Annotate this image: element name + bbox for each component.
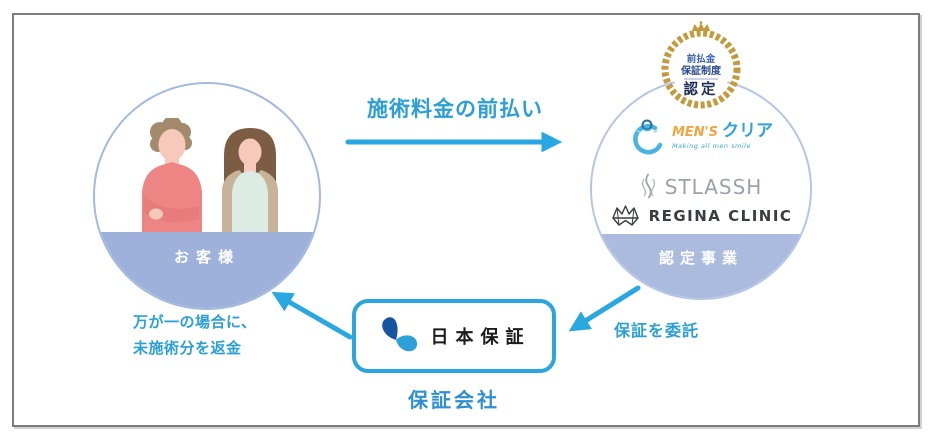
mens-clear-logo-icon [633, 119, 663, 155]
nihon-hosho-logo-icon [381, 317, 417, 352]
stlassh-logo-icon [641, 173, 655, 199]
customer-label: お客様 [173, 248, 240, 266]
entrust-label: 保証を委託 [614, 321, 700, 340]
guarantor-caption: 保証会社 [408, 388, 500, 412]
prepayment-label: 施術料金の前払い [367, 97, 543, 121]
certified-band: 認定事業 [592, 234, 810, 298]
woman-figure [222, 128, 278, 235]
regina-clinic-logo: REGINA CLINIC [592, 204, 810, 227]
refund-label-line1: 万が一の場合に、 [133, 313, 257, 331]
stlassh-wordmark: STLASSH [664, 174, 763, 199]
stlassh-logo: STLASSH [592, 173, 810, 200]
customer-circle: お客様 [93, 82, 321, 310]
regina-clinic-logo-icon [611, 205, 639, 226]
certification-badge-icon: 前払金 保証制度 認定 [661, 21, 741, 109]
badge-line-middle: 保証制度 [680, 64, 722, 77]
guarantor-box: 日本保証 [352, 299, 556, 373]
refund-arrow-icon [271, 291, 353, 340]
mens-clear-jp: クリア [722, 120, 774, 141]
man-figure [142, 118, 202, 235]
badge-line-bottom: 認定 [684, 80, 719, 98]
certified-circle: MEN'S クリア Making all men smile STLASSH R… [590, 78, 812, 300]
refund-label-line2: 未施術分を返金 [133, 339, 242, 357]
customers-illustration [142, 118, 278, 235]
badge-crown-icon [692, 23, 710, 31]
guarantor-company-name: 日本保証 [430, 327, 531, 348]
mens-clear-en: MEN'S [671, 124, 719, 140]
mens-clear-wordmark: MEN'S クリア Making all men smile [671, 120, 774, 150]
badge-line-top: 前払金 [687, 53, 716, 65]
mens-clear-logo: MEN'S クリア Making all men smile [592, 114, 810, 158]
prepayment-arrow-icon [345, 131, 563, 153]
mens-clear-tagline: Making all men smile [671, 141, 751, 150]
entrust-arrow-icon [568, 285, 641, 332]
refund-label: 万が一の場合に、 未施術分を返金 [133, 309, 257, 361]
certified-label: 認定事業 [658, 249, 743, 267]
regina-clinic-wordmark: REGINA CLINIC [648, 206, 793, 225]
